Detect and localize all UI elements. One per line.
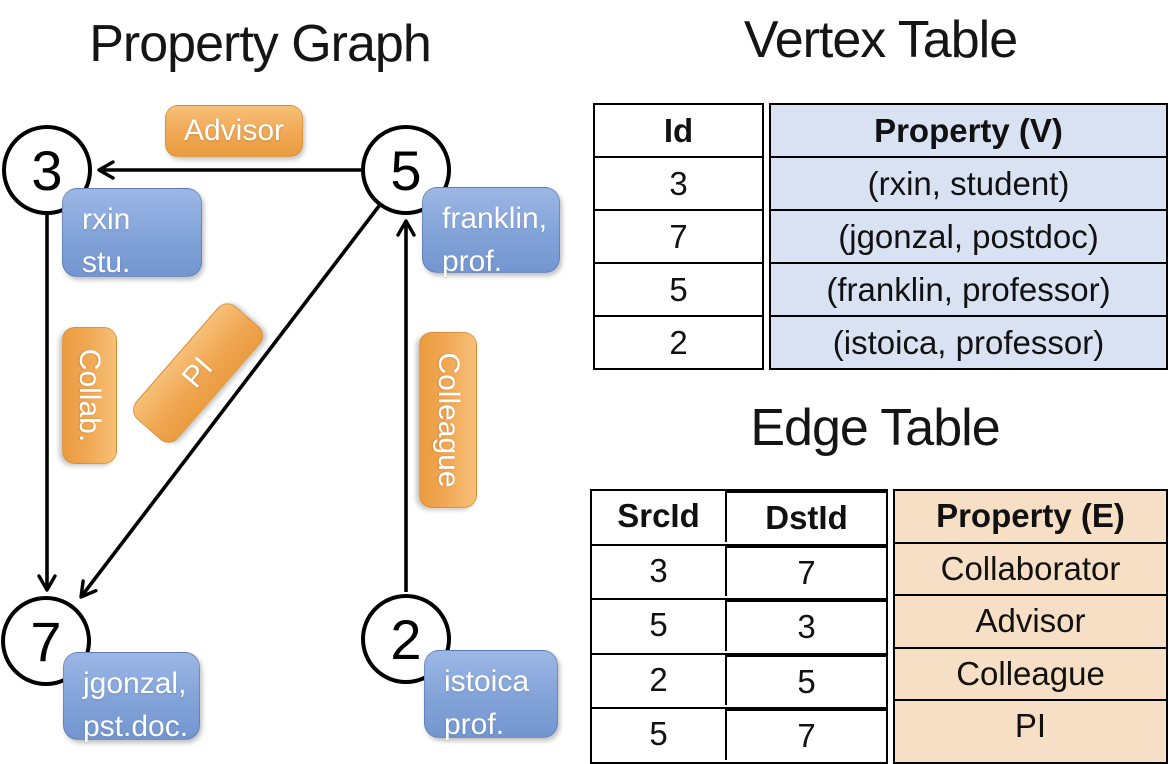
edge-label-collab: Collab. xyxy=(62,327,117,464)
edge-table-property-cell: Collaborator xyxy=(895,541,1166,595)
edge-table-header-row: SrcId DstId xyxy=(592,491,886,544)
vertex-table: Id 3 7 5 2 Property (V) (rxin, student) … xyxy=(593,103,1168,370)
node-7-id: 7 xyxy=(30,609,62,673)
vertex-table-property-header: Property (V) xyxy=(874,112,1063,149)
vertex-table-id-cell: 3 xyxy=(595,156,762,209)
vertex-property-box-rxin: rxin stu. xyxy=(62,188,202,279)
vertex-prop-line: prof. xyxy=(444,708,505,741)
vertex-table-property-cell: (istoica, professor) xyxy=(771,315,1166,368)
vertex-prop-line: jgonzal, xyxy=(83,667,187,700)
property-graph-title: Property Graph xyxy=(89,15,432,73)
vertex-table-property-cell: (jgonzal, postdoc) xyxy=(771,209,1166,262)
vertex-table-id-header: Id xyxy=(663,112,694,149)
edge-table-row: 5 3 xyxy=(592,598,886,653)
edge-table-srcid-cell: 5 xyxy=(592,709,727,760)
edge-table-srcid-header: SrcId xyxy=(592,491,727,542)
node-2-id: 2 xyxy=(390,607,422,671)
node-5-id: 5 xyxy=(390,138,422,202)
edge-table-title: Edge Table xyxy=(750,399,1000,457)
vertex-prop-line: stu. xyxy=(82,246,131,279)
vertex-table-id-column: Id 3 7 5 2 xyxy=(593,103,764,370)
vertex-table-id-cell: 7 xyxy=(595,209,762,262)
edge-table-dstid-cell: 7 xyxy=(727,709,886,762)
edge-table-row: 3 7 xyxy=(592,543,886,599)
graph-node-3: 3 xyxy=(2,125,92,215)
vertex-prop-line: franklin, xyxy=(442,202,548,235)
edge-table-property-cell: Advisor xyxy=(895,594,1166,647)
edge-table-row: 2 5 xyxy=(592,652,886,708)
edge-table-property-header: Property (E) xyxy=(936,497,1125,534)
edge-table-property-cell: PI xyxy=(895,699,1166,752)
vertex-property-box-jgonzal: jgonzal, pst.doc. xyxy=(63,652,200,743)
vertex-table-property-cell: (rxin, student) xyxy=(771,156,1166,209)
edge-table-srcid-cell: 2 xyxy=(592,654,727,705)
vertex-prop-line: prof. xyxy=(442,245,503,278)
vertex-prop-line: pst.doc. xyxy=(83,710,189,743)
vertex-table-title: Vertex Table xyxy=(743,11,1018,69)
edge-table: SrcId DstId 3 7 5 3 2 5 5 7 Property (E)… xyxy=(590,489,1168,764)
edge-table-dstid-cell: 5 xyxy=(727,654,886,708)
vertex-table-id-cell: 5 xyxy=(595,262,762,315)
vertex-prop-line: rxin xyxy=(82,203,131,236)
edge-table-property-column: Property (E) Collaborator Advisor Collea… xyxy=(893,489,1168,764)
edge-table-src-dst-columns: SrcId DstId 3 7 5 3 2 5 5 7 xyxy=(590,489,888,764)
vertex-prop-line: istoica xyxy=(444,665,530,698)
node-3-id: 3 xyxy=(31,138,63,202)
edge-pi-line xyxy=(79,204,381,599)
edge-table-dstid-cell: 3 xyxy=(727,600,886,653)
edge-table-dstid-header: DstId xyxy=(727,491,886,544)
vertex-table-id-cell: 2 xyxy=(595,315,762,368)
edge-table-row: 5 7 xyxy=(592,707,886,762)
vertex-property-box-istoica: istoica prof. xyxy=(424,650,558,741)
edge-label-advisor: Advisor xyxy=(165,105,303,157)
edge-table-srcid-cell: 3 xyxy=(592,545,727,596)
edge-table-srcid-cell: 5 xyxy=(592,600,727,651)
edge-label-colleague: Colleague xyxy=(419,332,477,508)
vertex-property-box-franklin: franklin, prof. xyxy=(422,187,560,278)
vertex-table-property-column: Property (V) (rxin, student) (jgonzal, p… xyxy=(769,103,1168,370)
edge-table-property-cell: Colleague xyxy=(895,646,1166,700)
vertex-table-property-cell: (franklin, professor) xyxy=(771,262,1166,315)
edge-table-dstid-cell: 7 xyxy=(727,545,886,599)
